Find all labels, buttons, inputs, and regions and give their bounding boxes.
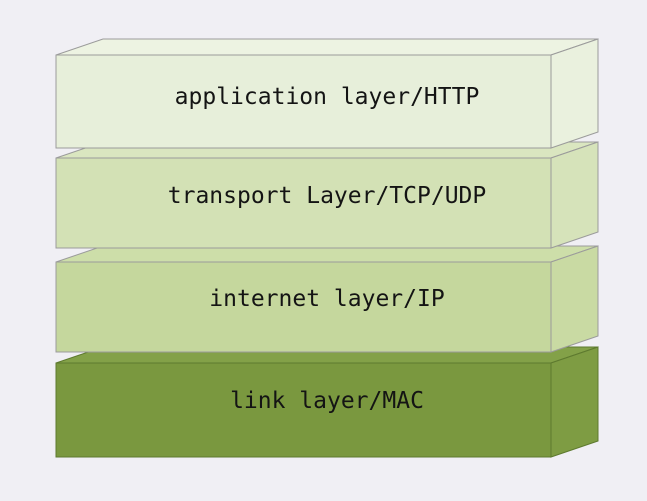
layer-transport: transport Layer/TCP/UDP bbox=[55, 141, 599, 249]
layer-application: application layer/HTTP bbox=[55, 38, 599, 149]
transport-layer-label: transport Layer/TCP/UDP bbox=[168, 183, 487, 209]
internet-layer-side-face bbox=[550, 245, 599, 353]
transport-layer-side-face bbox=[550, 141, 599, 249]
internet-layer-front-face bbox=[55, 261, 552, 353]
internet-layer-label: internet layer/IP bbox=[209, 286, 444, 312]
application-layer-side-face bbox=[550, 38, 599, 149]
layer-link: link layer/MAC bbox=[55, 346, 599, 458]
link-layer-label: link layer/MAC bbox=[230, 388, 424, 414]
link-layer-front-face bbox=[55, 362, 552, 458]
transport-layer-front-face bbox=[55, 157, 552, 249]
application-layer-front-face bbox=[55, 54, 552, 149]
application-layer-label: application layer/HTTP bbox=[175, 84, 480, 110]
layer-internet: internet layer/IP bbox=[55, 245, 599, 353]
application-layer-top-face bbox=[55, 38, 599, 56]
link-layer-side-face bbox=[550, 346, 599, 458]
